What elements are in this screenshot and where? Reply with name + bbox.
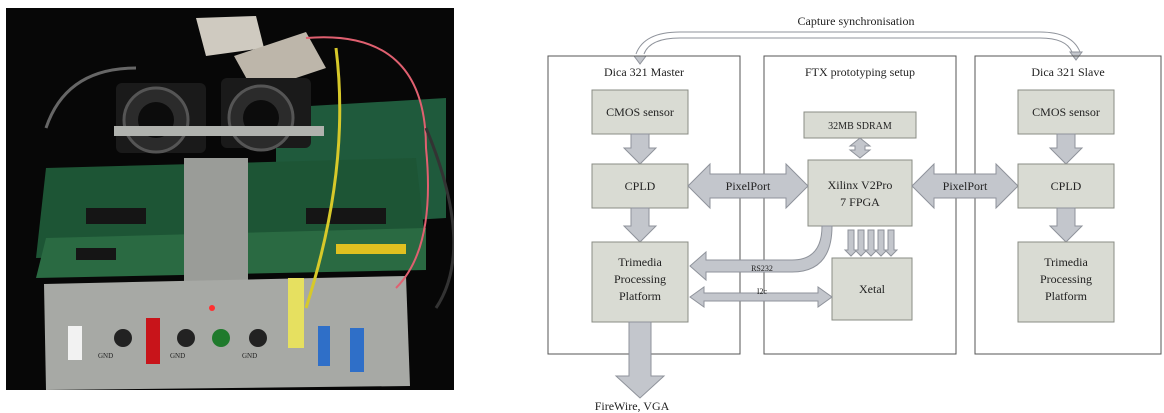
slave-cmos-label: CMOS sensor — [1032, 105, 1100, 119]
fpga-line-2: 7 FPGA — [840, 195, 880, 209]
master-cmos-to-cpld-arrow — [622, 133, 658, 165]
pixelport-left-arrow — [687, 162, 809, 210]
panel-ftx — [763, 55, 957, 355]
slave-cmos-block — [1017, 89, 1115, 135]
fpga-block — [807, 159, 913, 227]
pixelport-left-label: PixelPort — [726, 179, 771, 193]
firewire-vga-arrow — [614, 321, 666, 399]
xetal-label: Xetal — [859, 282, 886, 296]
xetal-block — [831, 257, 913, 321]
slave-cpld-label: CPLD — [1051, 179, 1082, 193]
master-trimedia-line-3: Platform — [619, 289, 662, 303]
sdram-label: 32MB SDRAM — [828, 121, 892, 132]
master-cpld-label: CPLD — [625, 179, 656, 193]
firewire-vga-label: FireWire, VGA — [595, 399, 670, 413]
fpga-line-1: Xilinx V2Pro — [828, 178, 893, 192]
sync-arrowhead-left — [633, 55, 647, 65]
capture-sync-label: Capture synchronisation — [798, 14, 915, 28]
slave-trimedia-line-2: Processing — [1040, 272, 1092, 286]
panel-ftx-title: FTX prototyping setup — [805, 65, 915, 79]
i2c-arrow — [689, 286, 833, 308]
sdram-block — [803, 111, 917, 139]
panel-slave-title: Dica 321 Slave — [1031, 65, 1104, 79]
photo-label-gnd-3: GND — [242, 352, 257, 360]
master-cmos-label: CMOS sensor — [606, 105, 674, 119]
photo-label-gnd-2: GND — [170, 352, 185, 360]
bus-arrow-5 — [883, 229, 899, 257]
slave-trimedia-line-1: Trimedia — [1044, 255, 1088, 269]
photo-label-gnd-1: GND — [98, 352, 113, 360]
i2c-label: I2c — [757, 287, 768, 296]
slave-trimedia-line-3: Platform — [1045, 289, 1088, 303]
bus-arrow-2 — [853, 229, 869, 257]
master-trimedia-line-2: Processing — [614, 272, 666, 286]
panel-master-title: Dica 321 Master — [604, 65, 684, 79]
master-cpld-to-trimedia-arrow — [622, 207, 658, 243]
slave-cpld-to-trimedia-arrow — [1048, 207, 1084, 243]
panel-slave — [974, 55, 1162, 355]
slave-cmos-to-cpld-arrow — [1048, 133, 1084, 165]
master-cmos-block — [591, 89, 689, 135]
bus-arrow-4 — [873, 229, 889, 257]
master-trimedia-block — [591, 241, 689, 323]
bus-arrow-3 — [863, 229, 879, 257]
hardware-photo: GND GND GND — [6, 8, 454, 390]
slave-trimedia-block — [1017, 241, 1115, 323]
pixelport-right-label: PixelPort — [943, 179, 988, 193]
rs232-arrow — [689, 225, 833, 282]
slave-cpld-block — [1017, 163, 1115, 209]
bus-arrow-1 — [843, 229, 859, 257]
sdram-fpga-arrow — [848, 137, 872, 159]
capture-sync-arrow — [635, 31, 1081, 55]
master-cpld-block — [591, 163, 689, 209]
rs232-label: RS232 — [751, 264, 773, 273]
system-block-diagram: .blk { fill: #d9dbd3; stroke: #8a8c85; s… — [547, 14, 1162, 413]
master-trimedia-line-1: Trimedia — [618, 255, 662, 269]
